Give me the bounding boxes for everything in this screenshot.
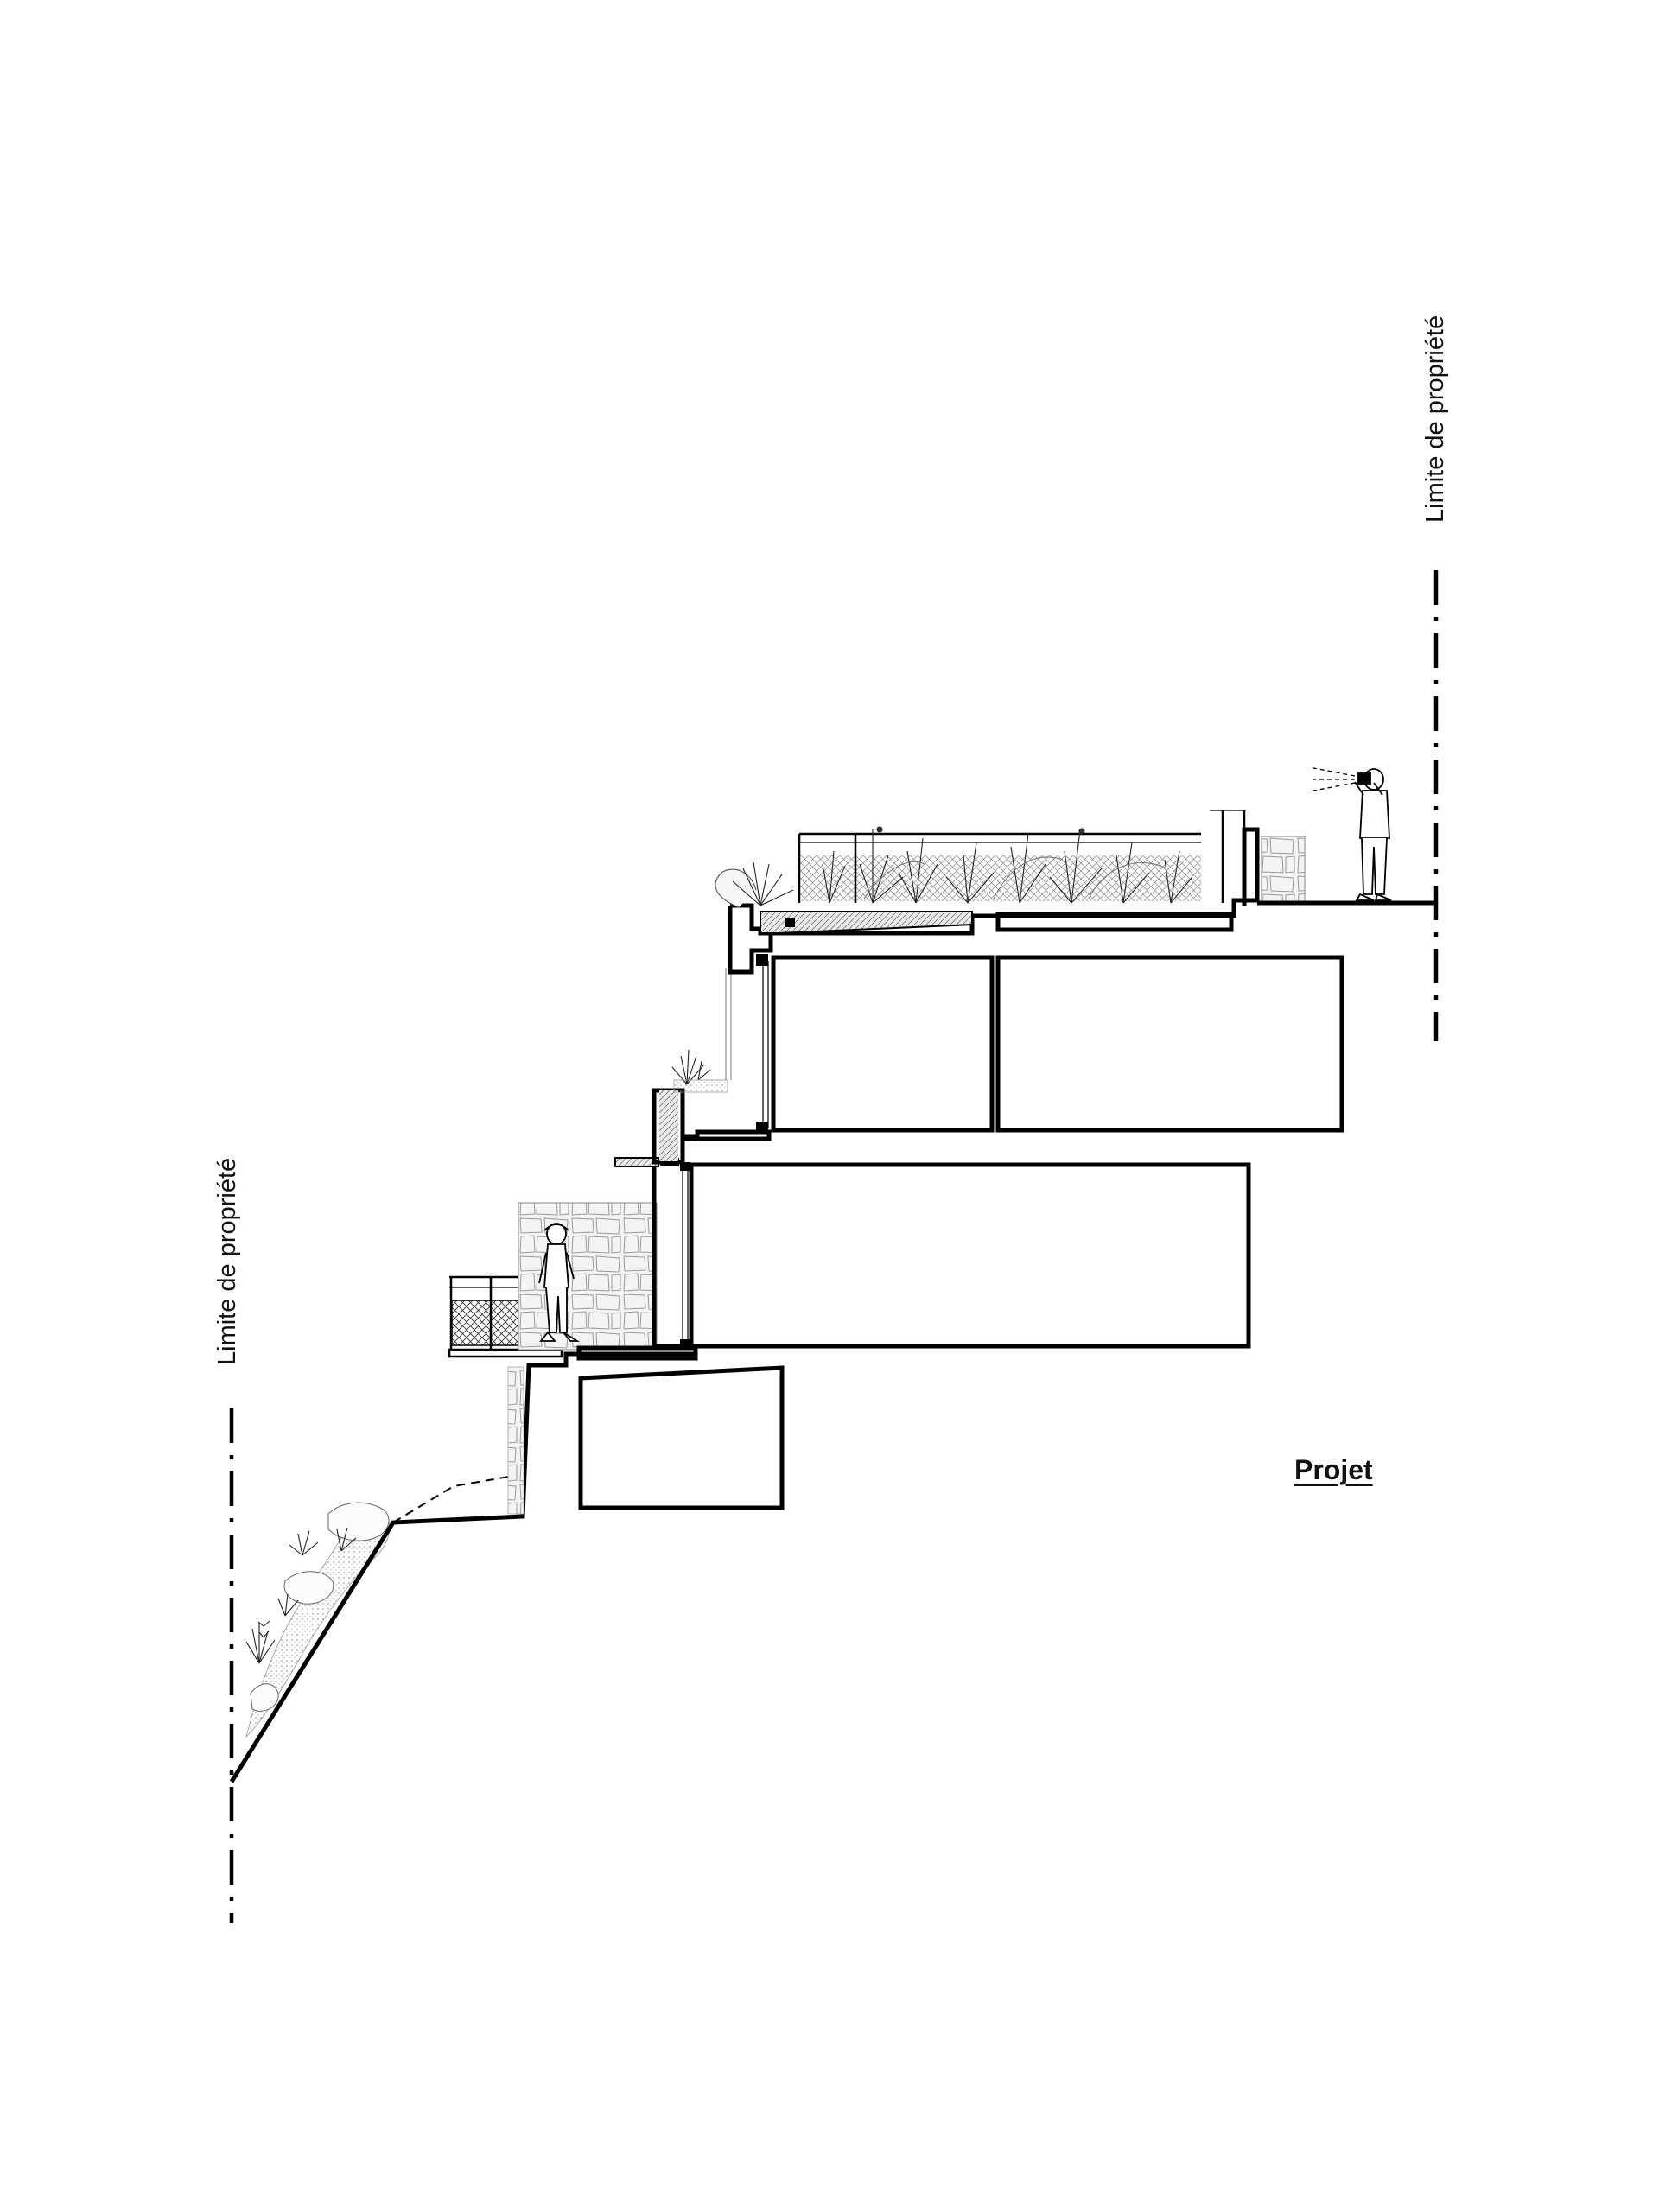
- middle-lower-volume: [652, 1162, 1251, 1349]
- existing-terrain-dashed: [392, 1472, 530, 1523]
- terrain-profile: [229, 1351, 696, 1783]
- person-walking: [538, 1223, 581, 1342]
- drawing-title: Projet: [1294, 1454, 1373, 1485]
- planter-plants: [671, 1049, 728, 1093]
- cantilever-canopy: [614, 1088, 772, 1167]
- property-limit-label-left: Limite de propriété: [213, 1158, 241, 1365]
- roof-railing: [798, 810, 1246, 906]
- upper-volumes: [725, 954, 1344, 1133]
- property-limit-label-right: Limite de propriété: [1421, 315, 1449, 523]
- person-photographer: [1308, 766, 1392, 901]
- stone-wall-upper: [1261, 836, 1306, 902]
- stone-wall-lower: [518, 1202, 658, 1351]
- roof-plants: [715, 826, 1193, 908]
- stone-retaining-strip: [507, 1366, 524, 1515]
- slope-vegetation: [245, 1502, 391, 1738]
- basement-volume: [578, 1365, 785, 1510]
- green-roof: [728, 827, 1260, 975]
